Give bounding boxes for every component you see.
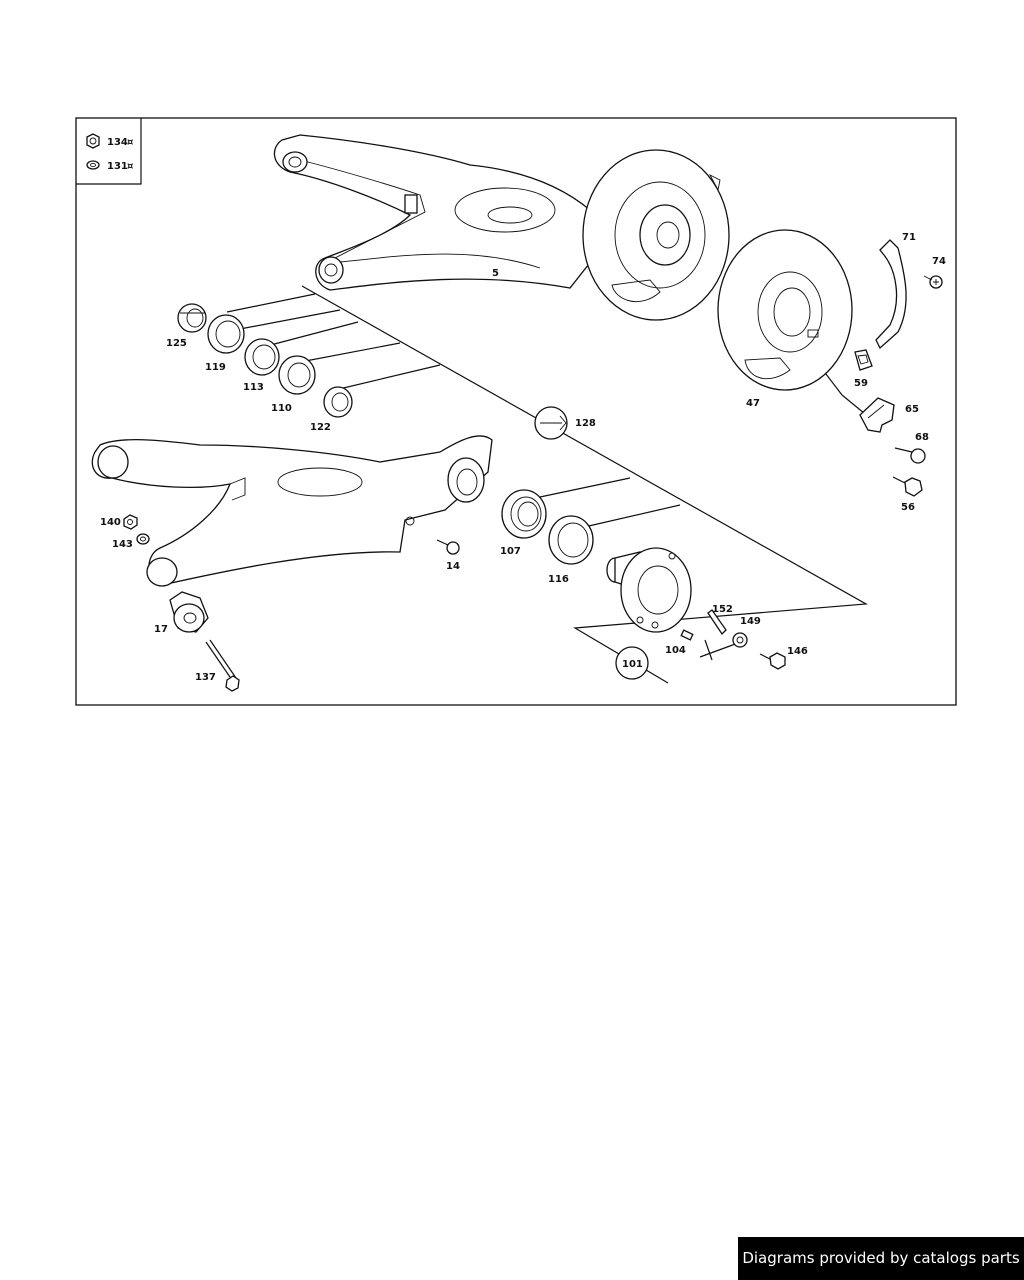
bearing-107 (501, 489, 547, 539)
bolt-137 (205, 639, 240, 692)
diagram-credit: Diagrams provided by catalogs parts (738, 1237, 1024, 1280)
part-label-59: 59 (854, 378, 868, 389)
nut-icon (86, 133, 100, 149)
part-label-56: 56 (901, 502, 915, 513)
bolt-68 (894, 447, 926, 464)
part-label-104: 104 (665, 645, 686, 656)
part-label-65: 65 (905, 404, 919, 415)
part-label-119: 119 (205, 362, 226, 373)
pin-152 (707, 609, 727, 636)
part-label-47: 47 (746, 398, 760, 409)
bolt-146 (759, 652, 786, 670)
part-label-74: 74 (932, 256, 946, 267)
part-label-128: 128 (575, 418, 596, 429)
bolt-14 (436, 539, 460, 555)
part-label-71: 71 (902, 232, 916, 243)
nut-140 (123, 514, 138, 530)
legend-box: 134 ¤ 131 ¤ (76, 118, 142, 185)
part-label-140: 140 (100, 517, 121, 528)
clip-71 (875, 239, 907, 350)
bushing-17 (169, 591, 209, 633)
legend-mark-131: ¤ (127, 161, 134, 172)
clip-59 (854, 349, 873, 371)
part-label-125: 125 (166, 338, 187, 349)
part-label-122: 122 (310, 422, 331, 433)
part-callout-101 (615, 646, 649, 680)
bracket-65 (859, 397, 895, 433)
bushing-119 (207, 314, 245, 354)
bushing-125 (177, 303, 207, 333)
wheel-hub (606, 547, 692, 633)
part-label-101: 101 (622, 659, 643, 670)
legend-label-131: 131 (107, 161, 128, 172)
part-label-152: 152 (712, 604, 733, 615)
ring-113 (244, 338, 280, 376)
lower-control-arm (91, 435, 493, 587)
bushing-122 (323, 386, 353, 418)
bolt-56 (892, 476, 923, 497)
legend-mark-134: ¤ (127, 137, 134, 148)
part-label-110: 110 (271, 403, 292, 414)
legend-label-134: 134 (107, 137, 128, 148)
part-label-17: 17 (154, 624, 168, 635)
part-label-68: 68 (915, 432, 929, 443)
part-label-116: 116 (548, 574, 569, 585)
wrench-tool-icon (534, 406, 568, 440)
washer-143 (136, 533, 150, 545)
part-label-14: 14 (446, 561, 460, 572)
part-label-149: 149 (740, 616, 761, 627)
part-label-113: 113 (243, 382, 264, 393)
screw-74 (923, 275, 943, 289)
part-label-137: 137 (195, 672, 216, 683)
part-label-143: 143 (112, 539, 133, 550)
seal-116 (548, 515, 594, 565)
upper-control-arm (273, 134, 730, 321)
part-label-146: 146 (787, 646, 808, 657)
part-label-5: 5 (492, 268, 499, 279)
sleeve-149 (732, 632, 748, 648)
part-label-107: 107 (500, 546, 521, 557)
washer-icon (86, 160, 100, 170)
cover-plate (717, 229, 853, 391)
bushing-110 (278, 355, 316, 395)
pin-104 (680, 629, 694, 641)
